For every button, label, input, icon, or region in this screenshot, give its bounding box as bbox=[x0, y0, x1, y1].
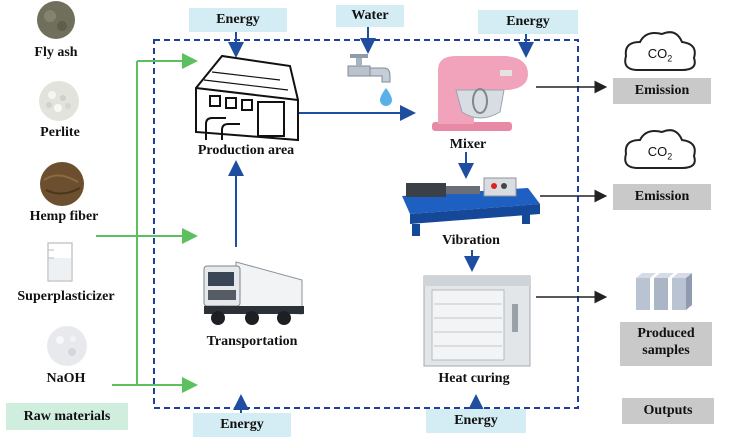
raw-material-label: Perlite bbox=[40, 125, 80, 140]
curing-oven-icon bbox=[423, 275, 531, 367]
hemp-fiber-image bbox=[40, 162, 84, 206]
vibration-label: Vibration bbox=[442, 233, 500, 248]
raw-material-label: Hemp fiber bbox=[29, 209, 99, 224]
energy-box-bottom-right: Energy bbox=[426, 409, 526, 433]
co2-cloud-icon bbox=[624, 129, 696, 169]
perlite-image bbox=[39, 81, 79, 121]
co2-label: CO2 bbox=[647, 144, 673, 162]
production-area-label: Production area bbox=[197, 143, 295, 158]
produced-samples-icon bbox=[636, 273, 692, 310]
heat-curing-label: Heat curing bbox=[438, 371, 510, 386]
truck-icon bbox=[203, 261, 304, 325]
warehouse-icon bbox=[195, 54, 299, 142]
mixer-label: Mixer bbox=[449, 137, 487, 152]
transportation-label: Transportation bbox=[206, 334, 298, 349]
fly-ash-image bbox=[37, 1, 75, 39]
raw-material-label: NaOH bbox=[46, 371, 86, 386]
emission-box: Emission bbox=[613, 78, 711, 104]
faucet-icon bbox=[347, 54, 392, 106]
outputs-title: Outputs bbox=[622, 398, 714, 424]
energy-box-top-right: Energy bbox=[478, 10, 578, 34]
superplasticizer-beaker-icon bbox=[47, 242, 73, 282]
mixer-icon bbox=[432, 56, 528, 131]
raw-material-input-arrows bbox=[96, 53, 198, 393]
co2-label: CO2 bbox=[647, 46, 673, 64]
produced-samples-box: Produced samples bbox=[620, 322, 712, 366]
raw-material-label: Fly ash bbox=[34, 45, 78, 60]
water-box: Water bbox=[336, 5, 404, 27]
naoh-image bbox=[47, 326, 87, 366]
co2-cloud-icon bbox=[624, 31, 696, 71]
vibration-table-icon bbox=[402, 177, 540, 236]
emission-box: Emission bbox=[613, 184, 711, 210]
energy-box-bottom-left: Energy bbox=[193, 413, 291, 437]
raw-material-label: Superplasticizer bbox=[17, 289, 115, 304]
raw-materials-title: Raw materials bbox=[6, 403, 128, 430]
energy-box-top-left: Energy bbox=[189, 8, 287, 32]
